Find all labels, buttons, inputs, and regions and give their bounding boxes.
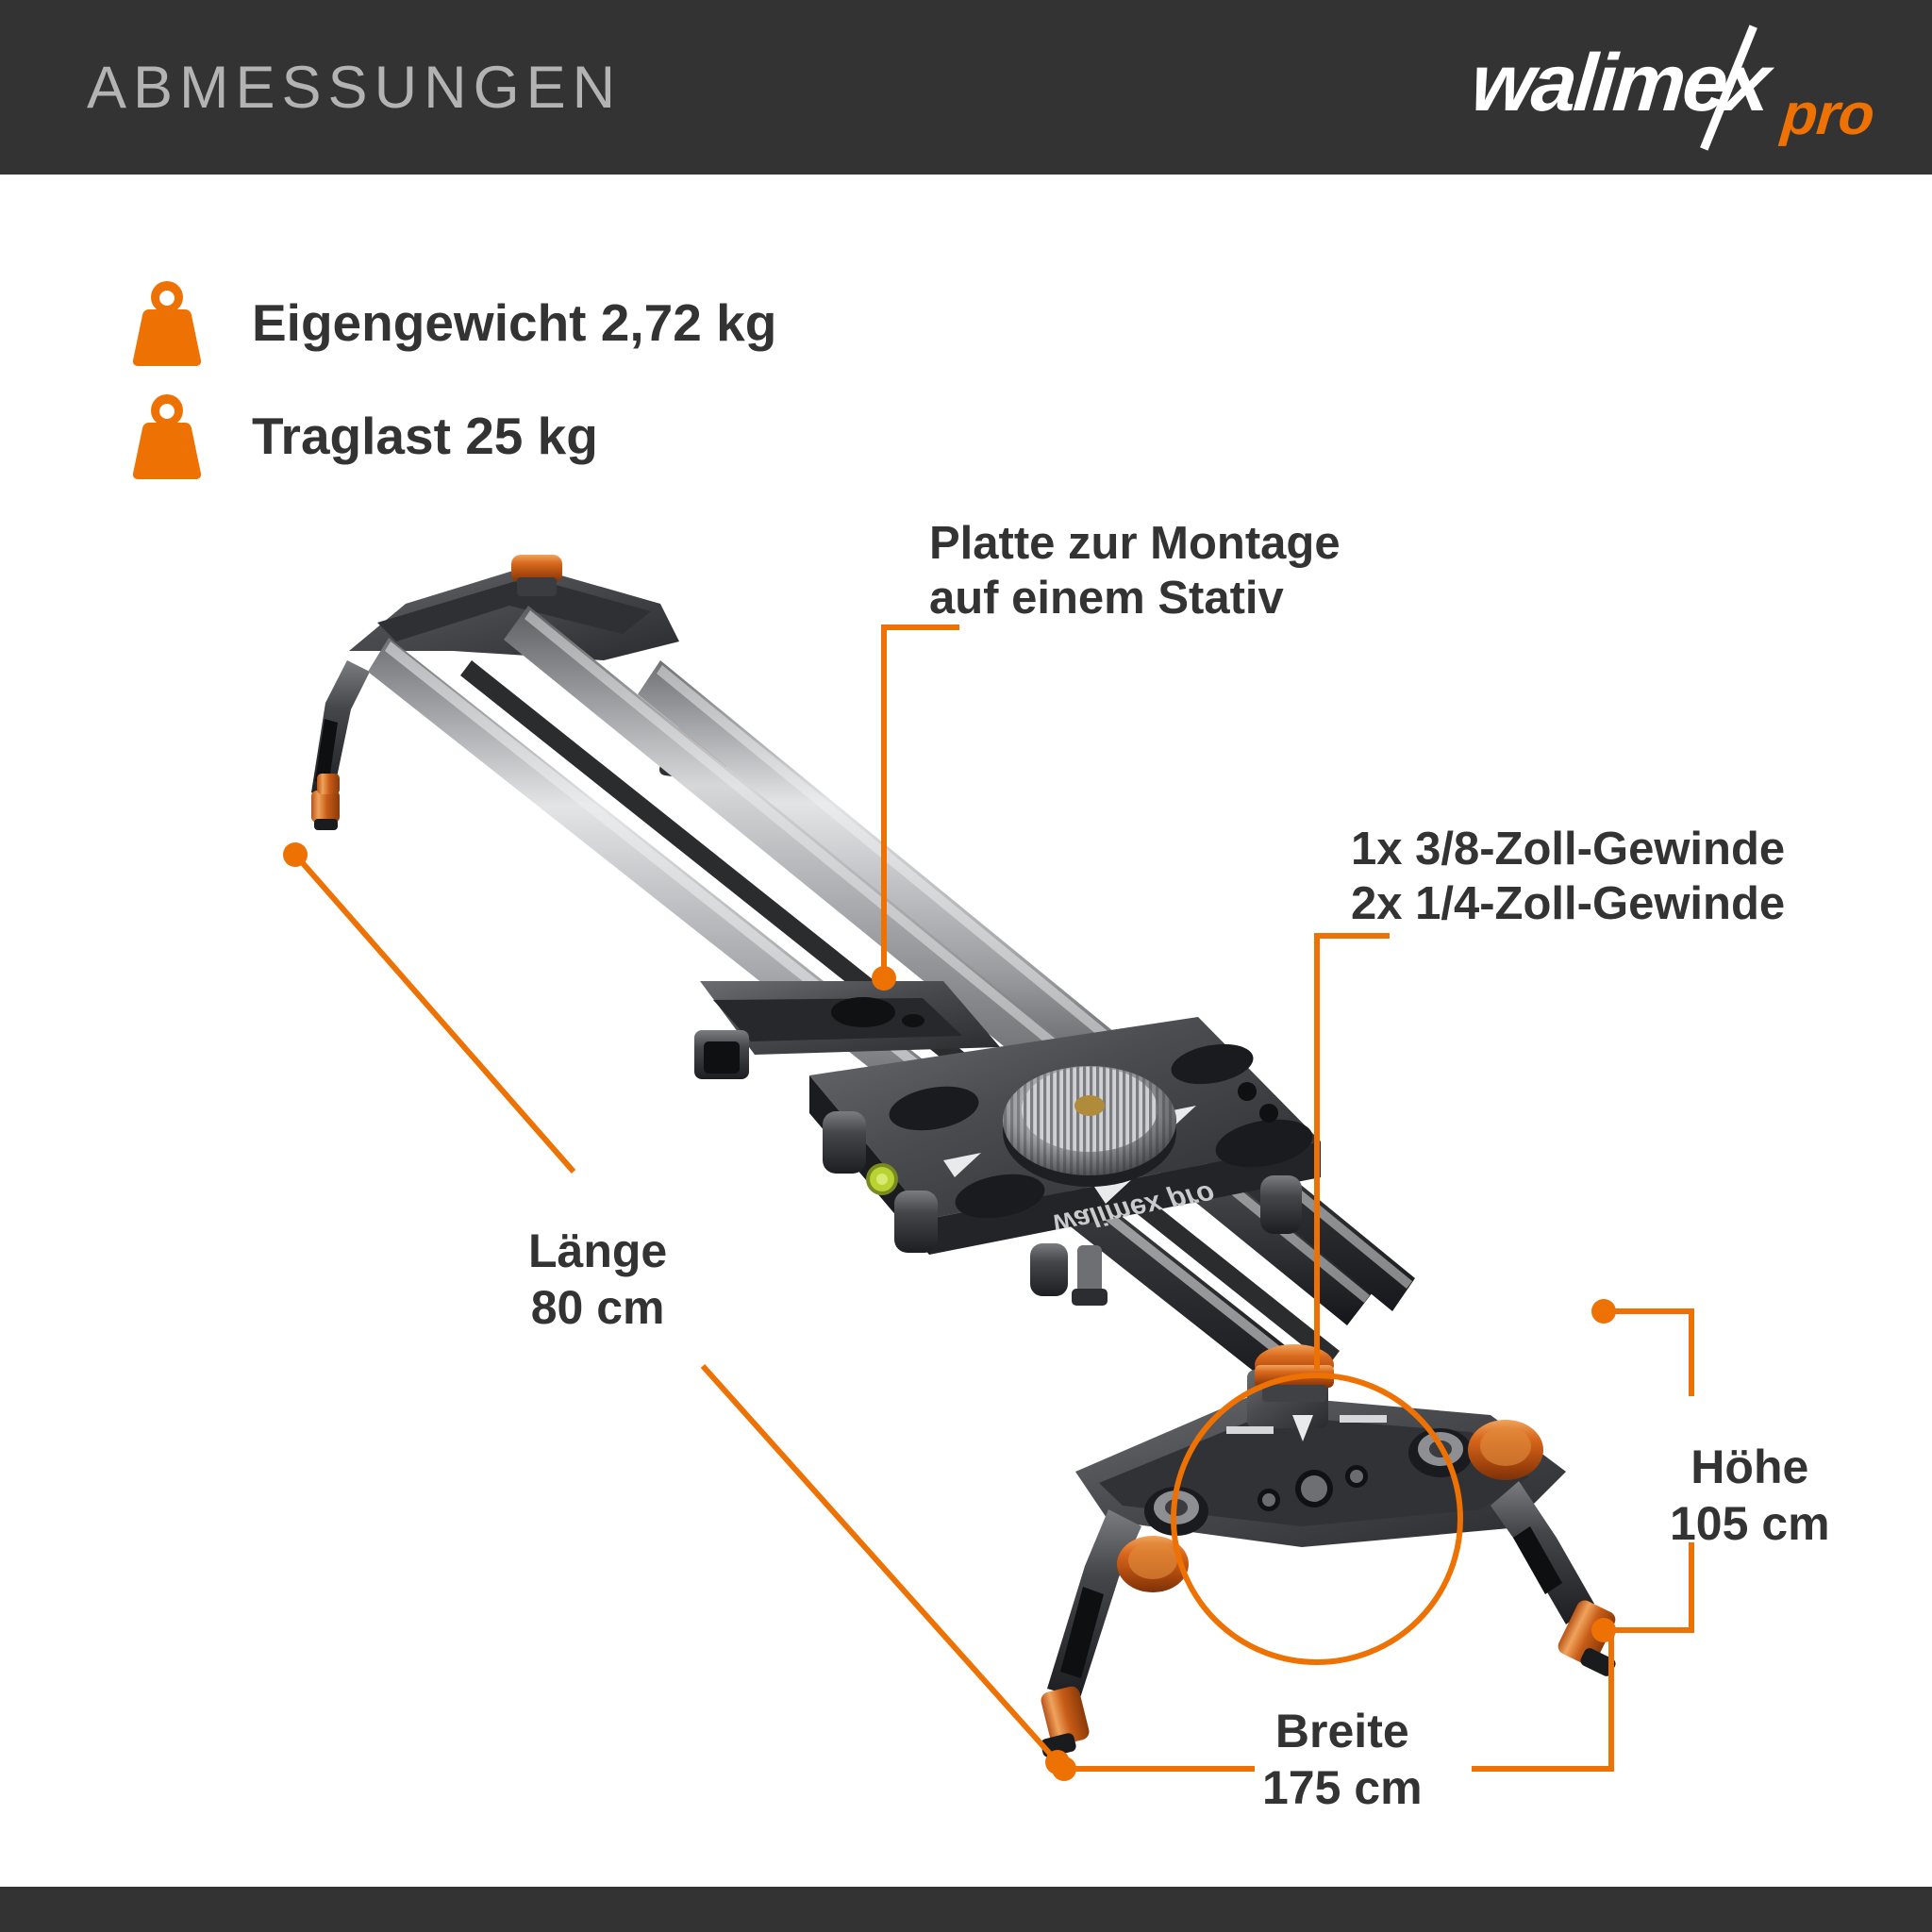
annotation-plate-line1: Platte zur Montage xyxy=(929,518,1341,569)
dimension-laenge-label: Länge xyxy=(528,1224,668,1277)
annotation-plate-line2: auf einem Stativ xyxy=(929,572,1284,624)
dimension-laenge-value: 80 cm xyxy=(530,1281,665,1334)
dimension-hoehe-label: Höhe xyxy=(1690,1441,1809,1493)
dimension-breite-value: 175 cm xyxy=(1262,1761,1423,1814)
dimension-hoehe-value: 105 cm xyxy=(1670,1497,1830,1550)
dimension-hoehe: Höhe 105 cm xyxy=(1670,1439,1830,1552)
spec-row-traglast: Traglast 25 kg xyxy=(127,379,776,492)
annotation-plate: Platte zur Montage auf einem Stativ xyxy=(929,517,1341,626)
weight-icon xyxy=(127,277,207,368)
product-near-end-assembly xyxy=(1041,1344,1616,1757)
spec-list: Eigengewicht 2,72 kg Traglast 25 kg xyxy=(127,266,776,492)
page-header: ABMESSUNGEN walimex pro xyxy=(0,0,1932,175)
annotation-threads-line1: 1x 3/8-Zoll-Gewinde xyxy=(1351,824,1786,874)
spec-label-eigengewicht: Eigengewicht 2,72 kg xyxy=(252,293,777,352)
spec-label-traglast: Traglast 25 kg xyxy=(252,407,598,465)
dimension-laenge: Länge 80 cm xyxy=(528,1223,667,1336)
annotation-threads: 1x 3/8-Zoll-Gewinde 2x 1/4-Zoll-Gewinde xyxy=(1351,823,1785,932)
product-mid-carriage xyxy=(694,981,1000,1079)
product-tripod-mounting-plate: walimex pro xyxy=(809,1017,1321,1306)
page-title: ABMESSUNGEN xyxy=(87,54,623,121)
page-footer xyxy=(0,1887,1932,1932)
spec-row-eigengewicht: Eigengewicht 2,72 kg xyxy=(127,266,776,379)
dimension-breite-label: Breite xyxy=(1274,1705,1409,1757)
dimension-breite: Breite 175 cm xyxy=(1262,1703,1423,1816)
weight-icon xyxy=(127,391,207,481)
annotation-threads-line2: 2x 1/4-Zoll-Gewinde xyxy=(1351,877,1786,929)
